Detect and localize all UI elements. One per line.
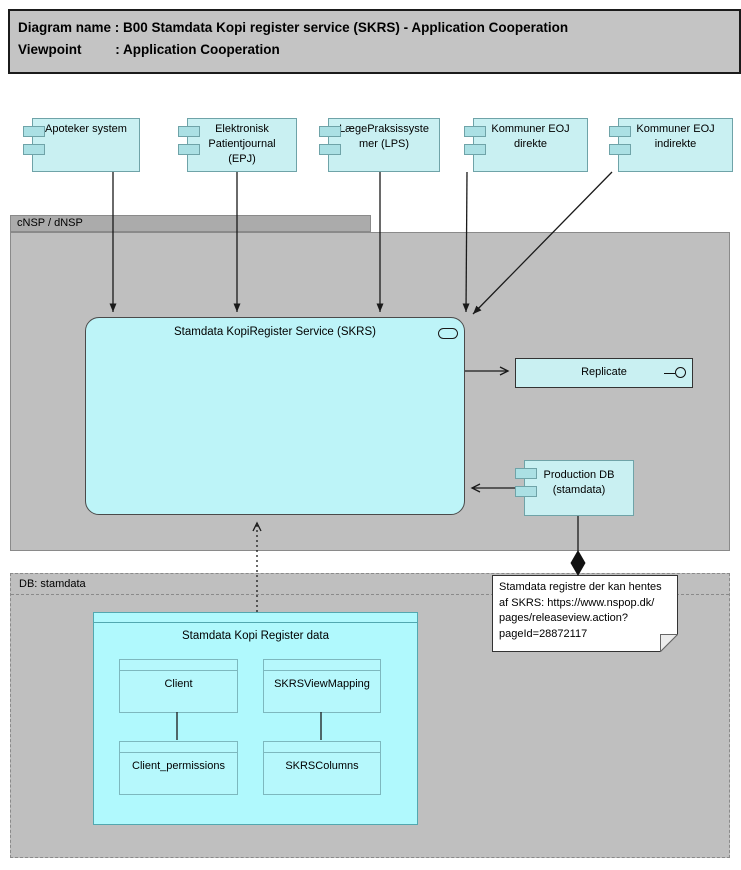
data-object-strip	[120, 660, 237, 671]
label-line: Kommuner EOJ	[636, 123, 715, 135]
label-line: Apoteker system	[45, 123, 127, 135]
label-line: (EPJ)	[228, 153, 256, 165]
box-replicate[interactable]: Replicate	[515, 358, 693, 388]
component-label: Kommuner EOJ indirekte	[619, 119, 732, 152]
container-stamdata-kopi-register-data[interactable]: Stamdata Kopi Register data Client SKRSV…	[93, 612, 418, 825]
note-shape	[492, 575, 678, 652]
component-epj[interactable]: Elektronisk Patientjournal (EPJ)	[178, 118, 297, 172]
label-line: Patientjournal	[208, 138, 276, 150]
data-object-label: SKRSViewMapping	[274, 678, 370, 690]
label-line: Production DB	[543, 469, 615, 481]
data-object-skrscolumns[interactable]: SKRSColumns	[263, 741, 381, 795]
container-title: Stamdata Kopi Register data	[181, 630, 330, 642]
data-object-strip	[120, 742, 237, 753]
label-line: pages/releaseview.action?	[499, 612, 629, 624]
component-icon	[515, 486, 537, 497]
component-label: Apoteker system	[33, 119, 139, 137]
group-db-stamdata-label-row: DB: stamdata	[11, 574, 729, 595]
component-icon	[464, 126, 486, 137]
component-production-db[interactable]: Production DB (stamdata)	[515, 460, 634, 516]
component-icon	[23, 126, 45, 137]
component-kommuner-eoj-indirekte[interactable]: Kommuner EOJ indirekte	[609, 118, 733, 172]
component-label: LægePraksissyste mer (LPS)	[329, 119, 439, 152]
component-lps[interactable]: LægePraksissyste mer (LPS)	[319, 118, 440, 172]
data-object-label: Client_permissions	[132, 760, 225, 772]
diagram-name-line: Diagram name : B00 Stamdata Kopi registe…	[18, 20, 569, 35]
label-line: indirekte	[654, 138, 697, 150]
label-line: Stamdata registre der kan hentes	[499, 581, 662, 593]
component-icon	[609, 126, 631, 137]
service-skrs[interactable]: Stamdata KopiRegister Service (SKRS)	[85, 317, 465, 515]
data-object-client-permissions[interactable]: Client_permissions	[119, 741, 238, 795]
component-icon	[319, 144, 341, 155]
service-skrs-label: Stamdata KopiRegister Service (SKRS)	[174, 326, 376, 338]
note-fold-icon	[660, 634, 678, 652]
viewpoint-line: Viewpoint : Application Cooperation	[18, 42, 280, 57]
label-line: Kommuner EOJ	[491, 123, 570, 135]
data-object-label: SKRSColumns	[285, 760, 359, 772]
group-cnsp-dnsp-tab[interactable]: cNSP / dNSP	[10, 215, 371, 232]
component-label: Elektronisk Patientjournal (EPJ)	[188, 119, 296, 167]
label-line: direkte	[513, 138, 548, 150]
label-line: Elektronisk	[215, 123, 269, 135]
group-cnsp-dnsp-label: cNSP / dNSP	[17, 217, 83, 229]
data-object-strip	[264, 742, 380, 753]
application-service-icon	[438, 328, 458, 339]
note-stamdata-registre[interactable]: Stamdata registre der kan hentes af SKRS…	[492, 575, 678, 652]
component-icon	[178, 144, 200, 155]
component-icon	[319, 126, 341, 137]
component-icon	[464, 144, 486, 155]
data-object-client[interactable]: Client	[119, 659, 238, 713]
interface-icon	[662, 367, 686, 380]
note-text: Stamdata registre der kan hentes af SKRS…	[499, 580, 671, 642]
label-line: LægePraksissyste	[339, 123, 429, 135]
component-apoteker-system[interactable]: Apoteker system	[23, 118, 140, 172]
data-object-strip	[264, 660, 380, 671]
label-line: mer (LPS)	[358, 138, 410, 150]
component-icon	[609, 144, 631, 155]
component-icon	[515, 468, 537, 479]
container-header-strip	[94, 613, 417, 623]
replicate-label: Replicate	[581, 366, 627, 378]
component-label: Kommuner EOJ direkte	[474, 119, 587, 152]
group-db-stamdata-label: DB: stamdata	[19, 578, 86, 590]
component-kommuner-eoj-direkte[interactable]: Kommuner EOJ direkte	[464, 118, 588, 172]
data-object-skrsviewmapping[interactable]: SKRSViewMapping	[263, 659, 381, 713]
data-object-label: Client	[164, 678, 193, 690]
label-line: pageId=28872117	[499, 627, 588, 640]
component-icon	[23, 144, 45, 155]
label-line: af SKRS: https://www.nspop.dk/	[499, 596, 655, 609]
label-line: (stamdata)	[552, 484, 606, 496]
component-label: Production DB (stamdata)	[525, 461, 633, 498]
diagram-title-bar: Diagram name : B00 Stamdata Kopi registe…	[8, 9, 741, 74]
component-icon	[178, 126, 200, 137]
